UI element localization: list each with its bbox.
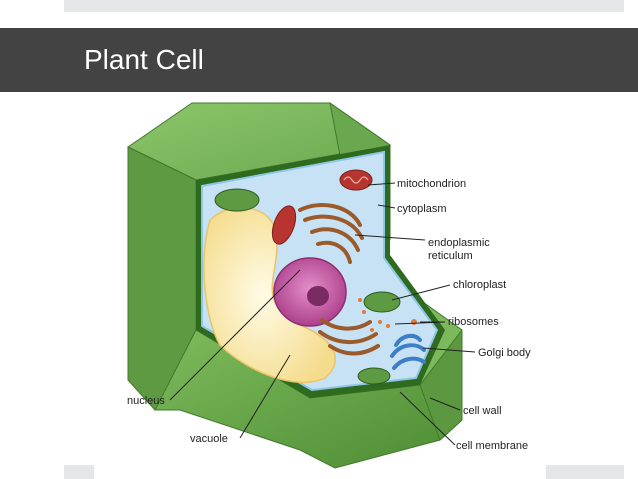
golgi-body bbox=[390, 333, 426, 370]
label-golgi-body: Golgi body bbox=[478, 347, 531, 359]
label-nucleus: nucleus bbox=[127, 395, 165, 407]
label-cytoplasm: cytoplasm bbox=[397, 203, 447, 215]
bottom-border-strip-right bbox=[546, 465, 624, 479]
label-ribosomes: ribosomes bbox=[448, 316, 499, 328]
endoplasmic-reticulum bbox=[298, 203, 380, 356]
label-cell-membrane: cell membrane bbox=[456, 440, 528, 452]
nucleus bbox=[273, 257, 347, 327]
label-vacuole: vacuole bbox=[190, 433, 228, 445]
label-mitochondrion: mitochondrion bbox=[397, 178, 466, 190]
diagram-labels: mitochondrion cytoplasm endoplasmic reti… bbox=[127, 178, 531, 452]
slide-title: Plant Cell bbox=[84, 44, 204, 75]
label-endoplasmic: endoplasmic bbox=[428, 237, 490, 249]
leader-lines bbox=[169, 182, 476, 446]
top-border-strip bbox=[64, 0, 624, 12]
label-cell-wall: cell wall bbox=[463, 405, 502, 417]
title-bar bbox=[0, 28, 638, 92]
bottom-border-strip-left bbox=[64, 465, 94, 479]
label-chloroplast: chloroplast bbox=[453, 279, 506, 291]
mitochondrion bbox=[271, 169, 373, 245]
label-reticulum: reticulum bbox=[428, 250, 473, 262]
chloroplast bbox=[214, 188, 401, 385]
